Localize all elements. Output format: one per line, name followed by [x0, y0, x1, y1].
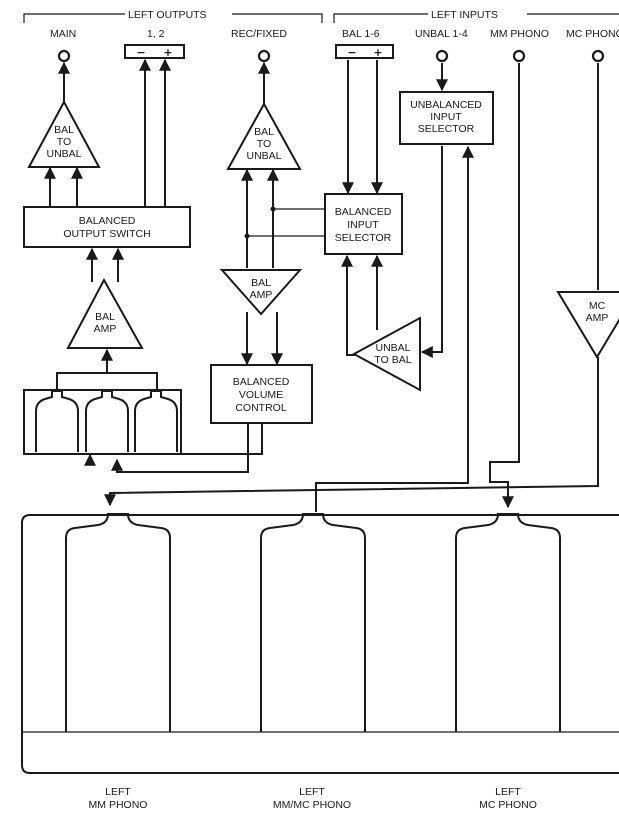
svg-text:BAL: BAL [95, 311, 115, 323]
svg-text:AMP: AMP [250, 289, 273, 301]
unbal-to-bal-block: UNBAL TO BAL [351, 316, 421, 392]
input-tube-array [23, 389, 182, 455]
svg-text:SELECTOR: SELECTOR [335, 232, 392, 244]
svg-text:TO BAL: TO BAL [374, 354, 411, 366]
bal-to-unbal-block-rec: BAL TO UNBAL [226, 101, 302, 170]
bal-amp-block-1: BAL AMP [66, 277, 144, 349]
svg-text:UNBALANCED: UNBALANCED [410, 99, 482, 111]
mm-phono-label: MM PHONO [490, 28, 549, 40]
balanced-volume-control-block: BALANCED VOLUME CONTROL [210, 364, 313, 424]
svg-text:CONTROL: CONTROL [235, 402, 286, 414]
svg-text:OUTPUT SWITCH: OUTPUT SWITCH [63, 228, 150, 240]
svg-text:BALANCED: BALANCED [79, 215, 136, 227]
main-jack-icon [57, 49, 71, 63]
svg-text:BAL: BAL [254, 126, 274, 138]
svg-text:TO: TO [257, 138, 271, 150]
bal-to-unbal-block-main: BAL TO UNBAL [27, 99, 101, 168]
unbalanced-input-selector-block: UNBALANCED INPUT SELECTOR [399, 91, 494, 145]
svg-text:BAL: BAL [251, 277, 271, 289]
svg-text:AMP: AMP [94, 323, 117, 335]
bal-16-polarity-box: − + [335, 44, 394, 59]
mc-phono-label: MC PHONO [566, 28, 619, 40]
svg-text:SELECTOR: SELECTOR [418, 123, 475, 135]
unbal-14-jack-icon [435, 49, 449, 63]
svg-text:TO: TO [57, 136, 71, 148]
left-mm-phono-label-line2: MM PHONO [89, 799, 148, 811]
plus-terminal: + [373, 46, 382, 59]
balanced-input-selector-block: BALANCED INPUT SELECTOR [324, 193, 403, 255]
mc-phono-jack-icon [591, 49, 605, 63]
outputs-12-polarity-box: − + [124, 44, 185, 59]
minus-terminal: − [347, 46, 356, 59]
main-jack-label: MAIN [50, 28, 76, 40]
minus-terminal: − [136, 46, 145, 59]
mm-phono-jack-icon [512, 49, 526, 63]
rec-fixed-label: REC/FIXED [231, 28, 287, 40]
left-mm-mc-phono-label-line2: MM/MC PHONO [273, 799, 351, 811]
left-inputs-label: LEFT INPUTS [431, 9, 498, 21]
svg-text:UNBAL: UNBAL [46, 148, 81, 160]
svg-text:INPUT: INPUT [347, 219, 379, 231]
left-mm-mc-phono-label-line1: LEFT [299, 786, 325, 798]
svg-text:BALANCED: BALANCED [335, 206, 392, 218]
svg-text:BAL: BAL [54, 124, 74, 136]
outputs-12-label: 1, 2 [147, 28, 165, 40]
svg-text:MC: MC [589, 300, 606, 312]
unbal-14-label: UNBAL 1-4 [415, 28, 468, 40]
left-outputs-label: LEFT OUTPUTS [128, 9, 207, 21]
left-outputs-bracket: LEFT OUTPUTS [23, 9, 323, 23]
phono-board [21, 513, 619, 774]
svg-text:BALANCED: BALANCED [233, 376, 290, 388]
svg-text:INPUT: INPUT [430, 111, 462, 123]
plus-terminal: + [163, 46, 172, 59]
svg-text:UNBAL: UNBAL [375, 342, 410, 354]
left-mc-phono-label-line2: MC PHONO [479, 799, 537, 811]
signal-wires [44, 58, 599, 512]
balanced-output-switch-block: BALANCED OUTPUT SWITCH [23, 206, 191, 248]
mc-amp-block: MC AMP [556, 291, 619, 359]
rec-fixed-jack-icon [257, 49, 271, 63]
left-mc-phono-label-line1: LEFT [495, 786, 521, 798]
bal-16-label: BAL 1-6 [342, 28, 380, 40]
svg-text:VOLUME: VOLUME [239, 389, 283, 401]
bal-amp-block-2: BAL AMP [219, 269, 303, 316]
left-mm-phono-label-line1: LEFT [105, 786, 131, 798]
svg-text:AMP: AMP [586, 312, 609, 324]
svg-text:UNBAL: UNBAL [246, 150, 281, 162]
left-inputs-bracket: LEFT INPUTS [333, 9, 619, 23]
